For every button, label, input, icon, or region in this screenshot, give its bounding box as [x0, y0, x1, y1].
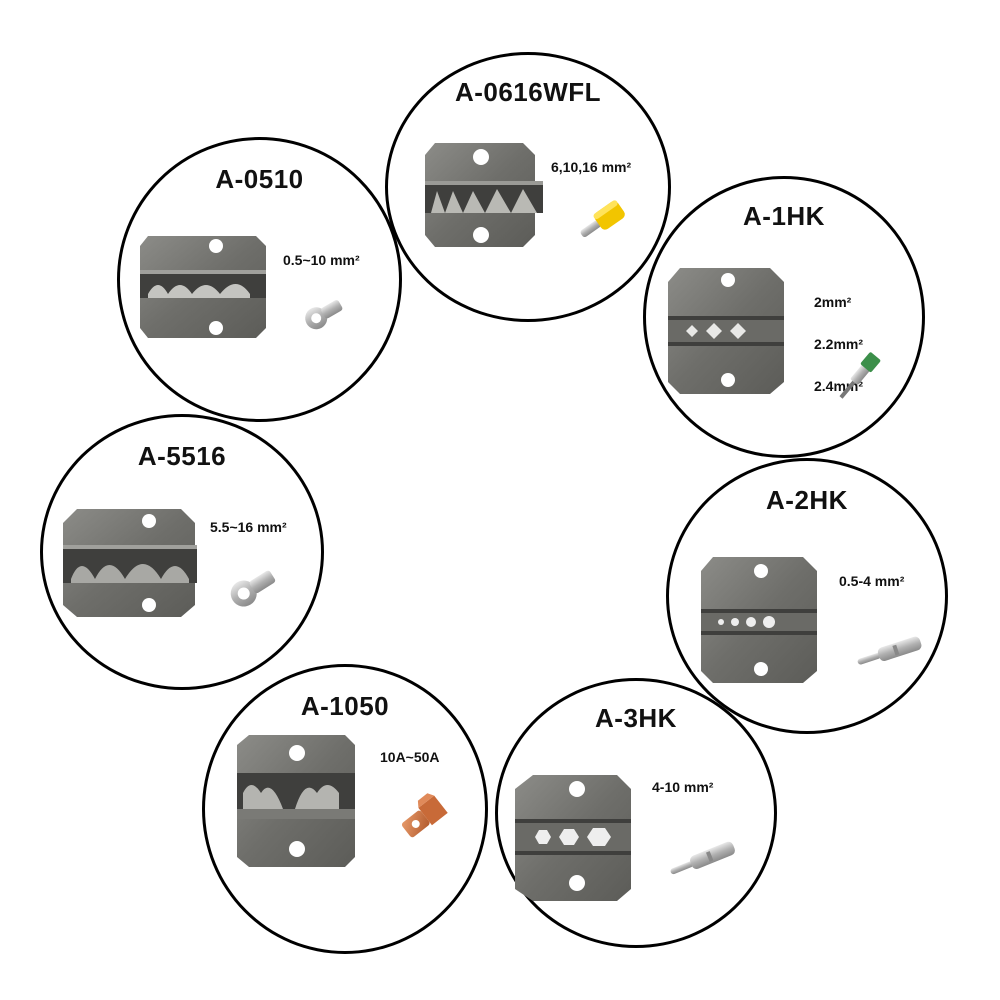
die-model-label: A-3HK	[595, 703, 677, 733]
die-card-a2hk: A-2HK 0.5-4 mm²	[666, 458, 948, 734]
die-spec-text: 5.5~16 mm²	[210, 519, 287, 535]
crimp-die-icon	[63, 509, 197, 617]
die-spec-line: 2mm²	[814, 294, 852, 310]
crimp-die-icon	[668, 268, 784, 394]
die-model-label: A-0616WFL	[454, 77, 602, 107]
die-spec-text: 2mm² 2.2mm² 2.4mm²	[814, 271, 863, 418]
die-spec-text: 0.5~10 mm²	[283, 252, 360, 268]
die-model-label: A-1HK	[743, 201, 825, 231]
crimp-die-icon	[701, 557, 817, 683]
die-model-label: A-1050	[300, 691, 390, 721]
die-card-a1hk: A-1HK 2mm² 2.2mm² 2.4mm²	[643, 176, 925, 458]
die-card-a1050: A-1050 10A~50A	[202, 664, 488, 954]
die-spec-text: 10A~50A	[380, 749, 440, 765]
die-card-a5516: A-5516 5.5~16 mm²	[40, 414, 324, 690]
crimp-die-icon	[140, 236, 266, 338]
die-card-a0510: A-0510 0.5~10 mm²	[117, 137, 402, 422]
die-card-a0616wfl: A-0616WFL 6,10,16 mm²	[385, 52, 671, 322]
ring-terminal-icon	[230, 570, 276, 607]
die-spec-text: 4-10 mm²	[652, 779, 714, 795]
pin-contact-icon	[839, 352, 881, 399]
copper-lug-icon	[401, 793, 448, 838]
ferrule-terminal-icon	[580, 200, 625, 238]
ring-terminal-icon	[305, 300, 343, 330]
crimp-die-icon	[237, 735, 355, 867]
pin-contact-icon	[857, 636, 922, 665]
die-spec-line: 2.2mm²	[814, 336, 864, 352]
die-model-label: A-5516	[137, 441, 227, 471]
die-spec-line: 2.4mm²	[814, 378, 864, 394]
die-model-label: A-2HK	[766, 485, 848, 515]
crimp-die-icon	[515, 775, 631, 901]
crimp-die-icon	[425, 143, 543, 247]
die-card-a3hk: A-3HK 4-10 mm²	[495, 678, 777, 948]
die-spec-text: 0.5-4 mm²	[839, 573, 905, 589]
die-spec-text: 6,10,16 mm²	[551, 159, 632, 175]
pin-contact-icon	[670, 841, 735, 875]
die-model-label: A-0510	[215, 164, 304, 194]
